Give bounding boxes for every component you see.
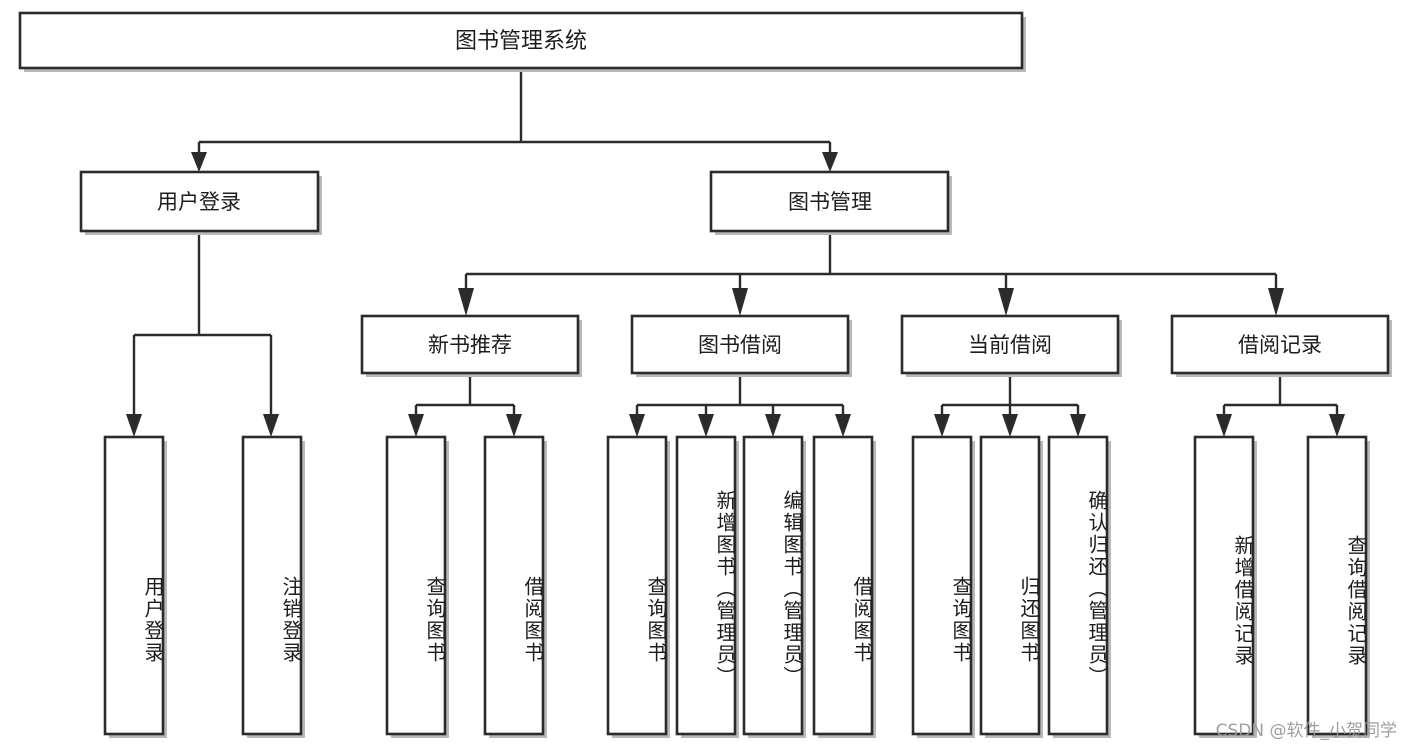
node-user-login-label: 用户登录 <box>157 190 241 214</box>
arrowhead-leaf-query-record <box>1329 414 1345 437</box>
node-borrow-record-box[interactable] <box>1170 314 1390 375</box>
arrowhead-leaf-edit-book <box>765 414 781 437</box>
node-current-borrow[interactable]: 当前借阅 <box>900 314 1122 377</box>
node-user-login-box[interactable] <box>79 170 320 233</box>
arrowhead-leaf-borrow-book-1 <box>506 414 522 437</box>
leaf-query-book-2-box[interactable] <box>606 435 668 736</box>
leaf-add-record-box[interactable] <box>1193 435 1255 736</box>
node-book-borrow-label: 图书借阅 <box>698 333 782 357</box>
node-new-book-recommend-label: 新书推荐 <box>428 333 512 357</box>
arrowhead-new-book-recommend <box>458 288 474 316</box>
leaf-confirm-return-box[interactable] <box>1047 435 1109 736</box>
arrowhead-leaf-borrow-book-2 <box>835 414 851 437</box>
node-new-book-recommend[interactable]: 新书推荐 <box>360 314 582 377</box>
node-root[interactable]: 图书管理系统 <box>18 11 1026 72</box>
leaf-boxes-group <box>103 435 1370 738</box>
arrowhead-leaf-return-book <box>1002 414 1018 437</box>
arrowhead-book-management <box>822 152 838 172</box>
node-new-book-recommend-box[interactable] <box>360 314 580 375</box>
node-root-label: 图书管理系统 <box>455 29 587 54</box>
arrowhead-user-login <box>191 152 207 172</box>
leaf-query-book-3-box[interactable] <box>911 435 973 736</box>
node-current-borrow-label: 当前借阅 <box>968 333 1052 357</box>
arrowhead-leaf-add-book <box>698 414 714 437</box>
leaf-return-book-box[interactable] <box>979 435 1041 736</box>
arrowhead-leaf-query-book-1 <box>408 414 424 437</box>
leaf-edit-book-box[interactable] <box>742 435 804 736</box>
leaf-borrow-book-1-box[interactable] <box>483 435 545 736</box>
arrowhead-current-borrow <box>998 288 1014 316</box>
arrowhead-leaf-confirm-return <box>1070 414 1086 437</box>
node-root-box[interactable] <box>18 11 1024 70</box>
leaf-query-record-box[interactable] <box>1306 435 1368 736</box>
arrowhead-leaf-user-login <box>126 414 142 437</box>
arrowhead-leaf-query-book-2 <box>629 414 645 437</box>
arrowhead-leaf-query-book-3 <box>934 414 950 437</box>
node-book-management-box[interactable] <box>709 170 950 233</box>
leaf-logout-box[interactable] <box>241 435 303 736</box>
connectors-group <box>126 68 1345 437</box>
node-book-management[interactable]: 图书管理 <box>709 170 952 235</box>
node-book-borrow[interactable]: 图书借阅 <box>630 314 852 377</box>
csdn-watermark: CSDN @软件_小贺同学 <box>1215 721 1397 741</box>
node-book-management-label: 图书管理 <box>788 190 872 214</box>
arrowhead-book-borrow <box>732 288 748 316</box>
node-book-borrow-box[interactable] <box>630 314 850 375</box>
node-current-borrow-box[interactable] <box>900 314 1120 375</box>
arrowhead-leaf-logout <box>263 414 279 437</box>
leaf-query-book-1-box[interactable] <box>385 435 447 736</box>
node-borrow-record-label: 借阅记录 <box>1238 333 1322 357</box>
arrowhead-borrow-record <box>1268 288 1284 316</box>
leaf-user-login-box[interactable] <box>103 435 165 736</box>
arrowhead-leaf-add-record <box>1216 414 1232 437</box>
leaf-add-book-box[interactable] <box>675 435 737 736</box>
leaf-borrow-book-2-box[interactable] <box>812 435 874 736</box>
node-borrow-record[interactable]: 借阅记录 <box>1170 314 1392 377</box>
node-user-login[interactable]: 用户登录 <box>79 170 322 235</box>
